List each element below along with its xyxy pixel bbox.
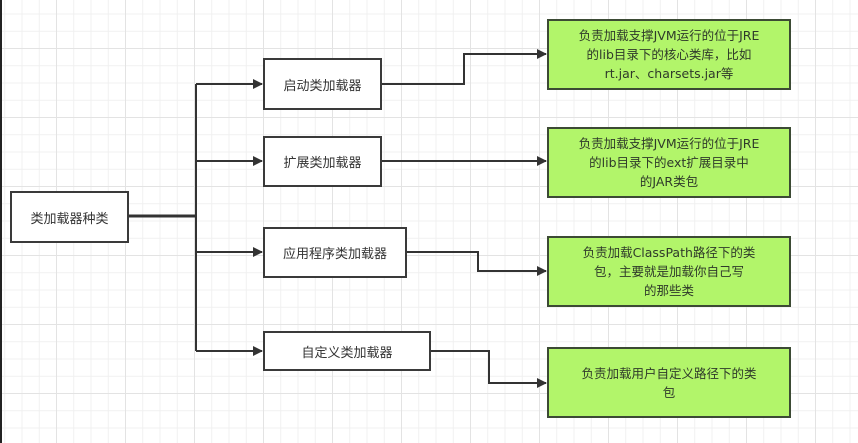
custom-loader-label: 自定义类加载器 — [301, 345, 393, 361]
description-line: 包 — [662, 384, 676, 400]
canvas-left-edge — [0, 0, 2, 443]
extension-loader-node[interactable]: 扩展类加载器 — [263, 136, 382, 187]
connector-bootstrap-desc — [382, 49, 547, 85]
custom-loader-description[interactable]: 负责加载用户自定义路径下的类 包 — [547, 347, 791, 418]
root-node[interactable]: 类加载器种类 — [10, 191, 129, 243]
connector-custom-desc — [431, 350, 547, 388]
description-line: rt.jar、charsets.jar等 — [604, 66, 734, 81]
description-line: 负责加载支撑JVM运行的位于JRE — [578, 136, 760, 151]
description-line: 的lib目录下的ext扩展目录中 — [589, 155, 749, 170]
description-line: 负责加载ClassPath路径下的类 — [582, 245, 756, 260]
description-line: 包，主要就是加载你自己写 — [593, 264, 744, 279]
description-line: 负责加载支撑JVM运行的位于JRE — [578, 28, 760, 43]
description-line: 的那些类 — [643, 283, 694, 298]
description-line: 负责加载用户自定义路径下的类 — [581, 365, 757, 381]
application-loader-node[interactable]: 应用程序类加载器 — [263, 227, 407, 278]
bootstrap-loader-description[interactable]: 负责加载支撑JVM运行的位于JRE 的lib目录下的核心类库，比如 rt.jar… — [547, 19, 791, 90]
root-node-label: 类加载器种类 — [30, 211, 109, 227]
bootstrap-loader-node[interactable]: 启动类加载器 — [263, 58, 382, 110]
extension-loader-label: 扩展类加载器 — [283, 156, 362, 171]
description-line: 的lib目录下的核心类库，比如 — [586, 47, 752, 62]
custom-loader-node[interactable]: 自定义类加载器 — [263, 331, 431, 371]
application-loader-label: 应用程序类加载器 — [282, 247, 387, 262]
connector-application-desc — [407, 251, 547, 276]
bootstrap-loader-label: 启动类加载器 — [283, 78, 362, 94]
application-loader-description[interactable]: 负责加载ClassPath路径下的类 包，主要就是加载你自己写 的那些类 — [547, 236, 791, 307]
description-line: 的JAR类包 — [639, 174, 699, 189]
extension-loader-description[interactable]: 负责加载支撑JVM运行的位于JRE 的lib目录下的ext扩展目录中 的JAR类… — [547, 127, 791, 198]
